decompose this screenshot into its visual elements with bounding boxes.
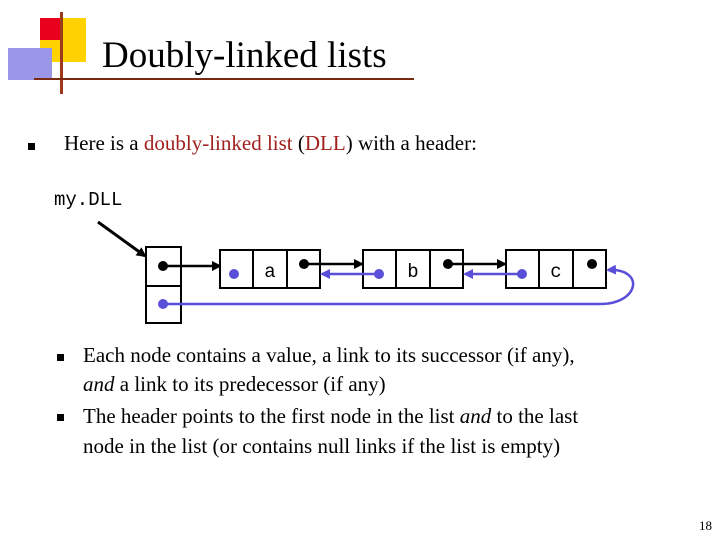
bullet-2-line-1: The header points to the first node in t… — [83, 404, 578, 429]
header-box — [146, 247, 181, 323]
node-c: c — [506, 250, 606, 288]
bullet-1-rest: a link to its predecessor (if any) — [115, 372, 386, 396]
node-a-value: a — [264, 261, 275, 283]
bullet-marker — [57, 354, 64, 361]
bullet-1-line-1: Each node contains a value, a link to it… — [83, 343, 575, 368]
node-a-next-dot — [299, 259, 309, 269]
node-c-next-dot — [587, 259, 597, 269]
node-b-prev-dot — [374, 269, 384, 279]
node-b-next-dot — [443, 259, 453, 269]
node-a-prev-dot — [229, 269, 239, 279]
node-c-prev-dot — [517, 269, 527, 279]
header-last-pointer-dot — [158, 299, 168, 309]
node-c-value: c — [550, 261, 561, 283]
variable-pointer-arrow — [98, 222, 145, 256]
header-first-pointer-dot — [158, 261, 168, 271]
bullet-marker — [57, 414, 64, 421]
bullet-2-emphasis: and — [460, 404, 492, 428]
node-a: a — [220, 250, 320, 288]
page-number: 18 — [699, 518, 712, 534]
node-b: b — [363, 250, 463, 288]
bullet-1-line-2: and a link to its predecessor (if any) — [83, 372, 386, 397]
node-b-value: b — [407, 261, 418, 283]
bullet-2-line-2: node in the list (or contains null links… — [83, 434, 560, 459]
bullet-2-post: to the last — [491, 404, 578, 428]
bullet-1-emphasis: and — [83, 372, 115, 396]
bullet-2-pre: The header points to the first node in t… — [83, 404, 460, 428]
